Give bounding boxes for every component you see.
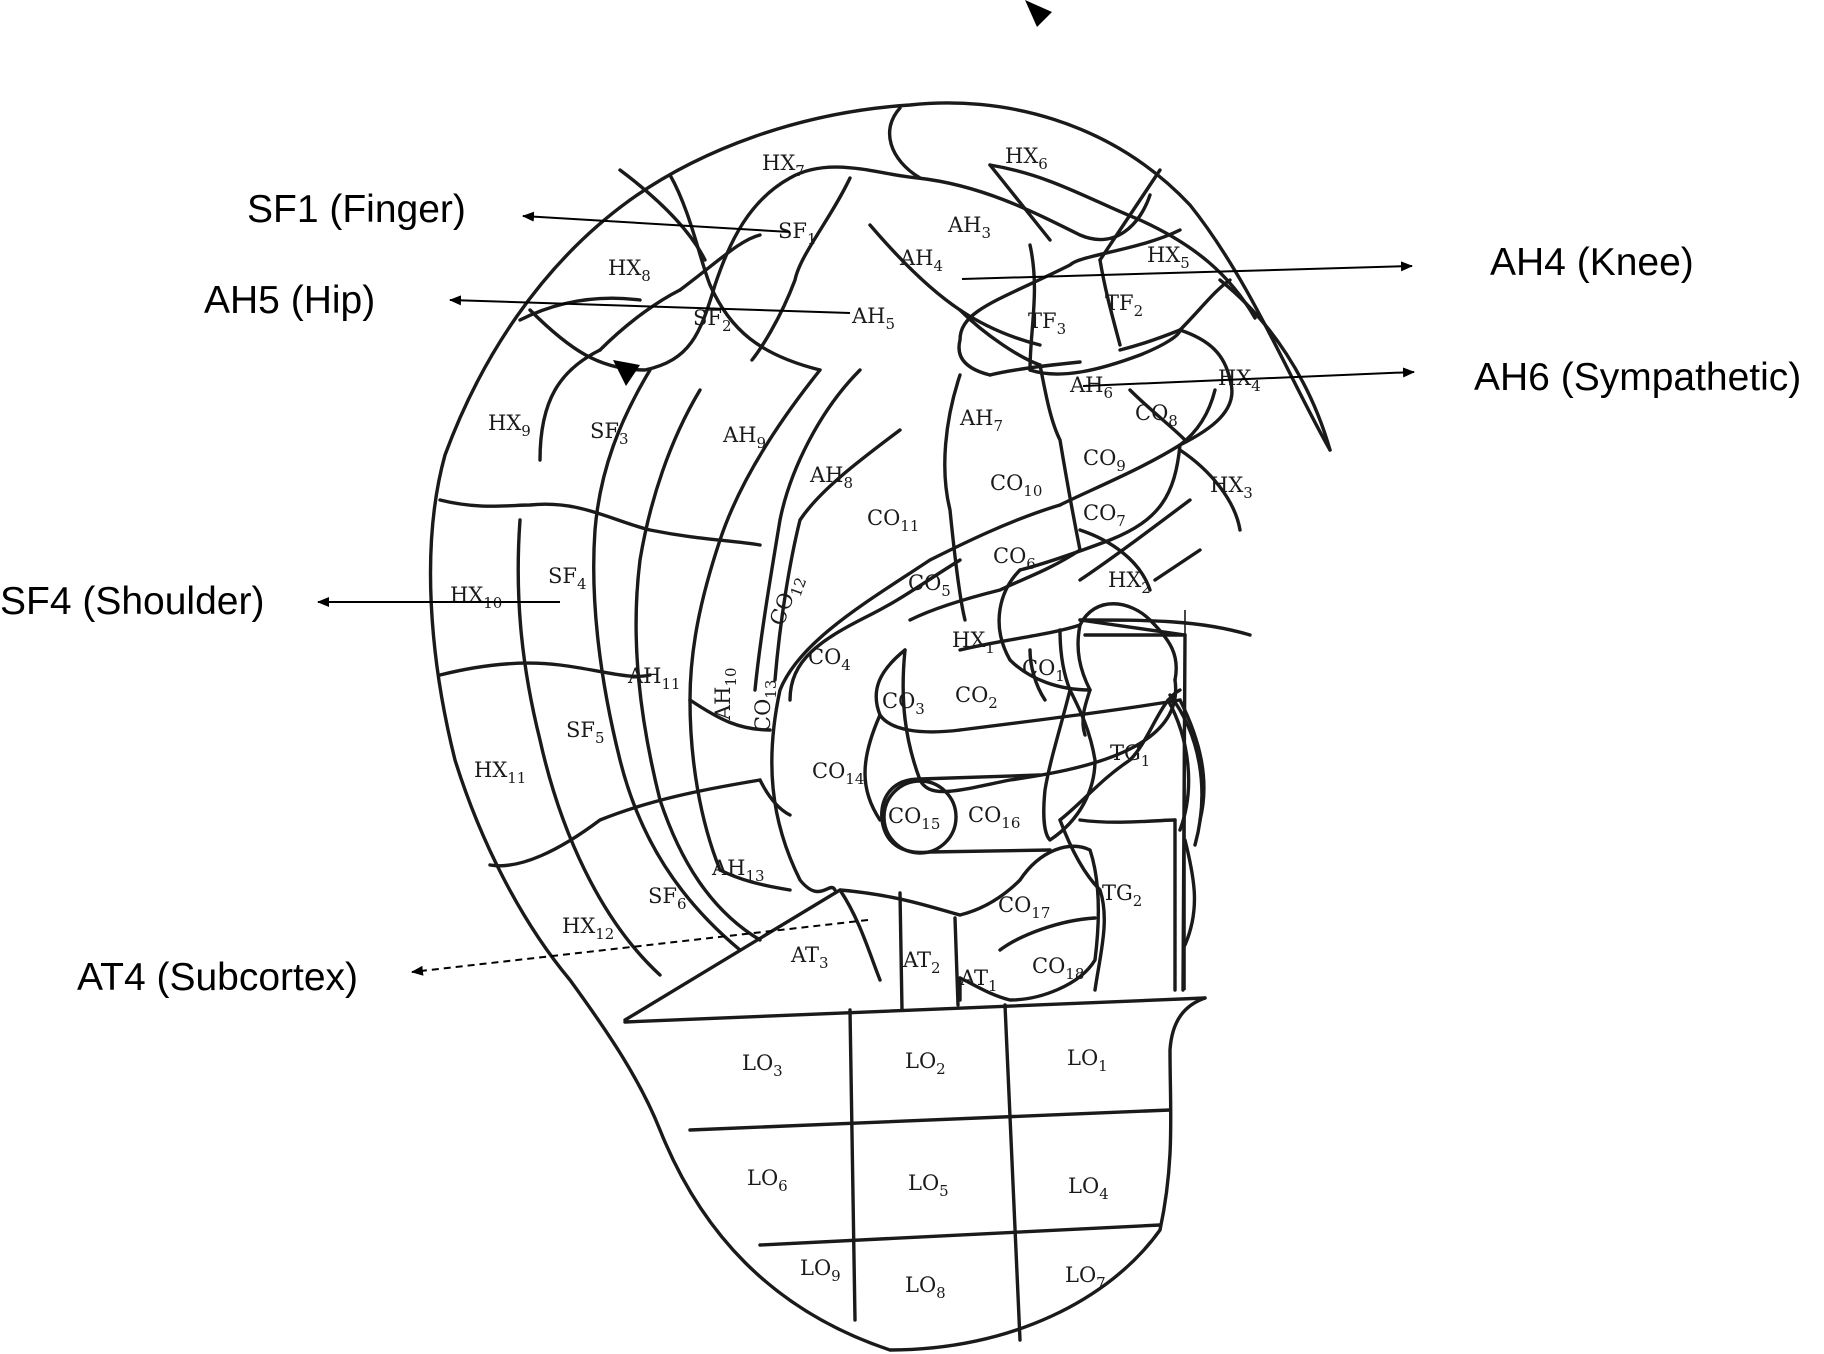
callout-ah6-sympathetic: AH6 (Sympathetic) (1474, 356, 1801, 399)
pointer-sf1 (522, 211, 791, 233)
zone-label: LO3 (742, 1051, 783, 1080)
zone-label: AH5 (851, 304, 895, 333)
zone-label: AH3 (947, 213, 991, 242)
zone-label: CO4 (808, 645, 851, 674)
zone-label: AH11 (627, 664, 681, 693)
pointer-ah5 (449, 295, 851, 314)
zone-label: CO1 (1022, 656, 1065, 685)
callout-ah5-hip: AH5 (Hip) (204, 279, 375, 322)
zone-label: AH6 (1069, 373, 1113, 402)
zone-label: HX11 (474, 758, 526, 787)
zone-label: LO9 (800, 1256, 841, 1285)
zone-label: HX2 (1108, 568, 1151, 597)
zone-label: AT3 (790, 943, 829, 972)
zone-label: CO8 (1135, 401, 1178, 430)
zone-label: AH4 (899, 246, 943, 275)
zone-label: CO16 (968, 803, 1020, 832)
ear-outline (428, 101, 1332, 1352)
zone-label: HX1 (952, 628, 995, 657)
zone-label: LO5 (908, 1171, 949, 1200)
zone-label: CO11 (867, 506, 919, 535)
zone-label: SF5 (566, 718, 605, 747)
zone-label: CO6 (993, 544, 1036, 573)
zone-label: HX8 (608, 256, 651, 285)
zone-label: SF1 (778, 219, 817, 248)
zone-label: HX3 (1210, 473, 1253, 502)
zone-label: HX9 (488, 411, 531, 440)
zone-label: AH8 (809, 463, 853, 492)
zone-label: HX6 (1005, 144, 1048, 173)
zone-label: CO5 (908, 571, 951, 600)
zone-label: LO8 (905, 1273, 946, 1302)
callout-ah4-knee: AH4 (Knee) (1490, 241, 1694, 284)
zone-label: TG2 (1102, 881, 1142, 910)
zone-label: SF3 (590, 419, 629, 448)
zone-label: CO2 (955, 683, 998, 712)
pointer-ah6 (1082, 367, 1415, 387)
zone-label: CO7 (1083, 501, 1126, 530)
zone-label: CO17 (998, 893, 1050, 922)
zone-label: AH9 (722, 423, 766, 452)
zone-label: AH13 (711, 856, 765, 885)
zone-label: AT1 (959, 966, 998, 995)
zone-label: LO1 (1067, 1046, 1108, 1075)
pointer-at4 (411, 919, 869, 976)
stray-arrowhead-helix (613, 360, 640, 386)
zone-label: HX10 (450, 583, 502, 612)
zone-label: SF4 (548, 564, 587, 593)
zone-label: CO15 (888, 804, 940, 833)
zone-labels: HX7 HX6 SF1 AH3 AH4 HX5 HX8 AH5 SF2 TF3 … (450, 144, 1261, 1302)
zone-label: CO9 (1083, 446, 1126, 475)
zone-label: LO4 (1068, 1174, 1109, 1203)
zone-label: HX5 (1147, 243, 1190, 272)
zone-label: CO3 (882, 689, 925, 718)
zone-label: TF2 (1105, 291, 1143, 320)
zone-label: HX4 (1218, 366, 1261, 395)
zone-label: AT2 (902, 948, 941, 977)
zone-label: LO7 (1065, 1263, 1106, 1292)
callout-pointers (317, 0, 1415, 976)
zone-label: CO18 (1032, 954, 1084, 983)
zone-label: CO14 (812, 759, 864, 788)
zone-label: TG1 (1110, 741, 1150, 770)
zone-label: AH7 (959, 406, 1003, 435)
zone-label: CO13 (751, 680, 780, 732)
callout-labels: SF1 (Finger) AH5 (Hip) SF4 (Shoulder) AT… (0, 188, 1801, 999)
callout-sf1-finger: SF1 (Finger) (247, 188, 466, 231)
zone-label: TF3 (1028, 309, 1066, 338)
zone-label: HX7 (762, 151, 805, 180)
zone-label: LO2 (905, 1049, 946, 1078)
zone-label: CO10 (990, 471, 1042, 500)
zone-label: SF2 (693, 306, 732, 335)
zone-label: HX12 (562, 914, 614, 943)
zone-label: LO6 (747, 1166, 788, 1195)
stray-arrowhead-top (1025, 0, 1052, 27)
pointer-ah4 (961, 261, 1413, 280)
zone-label: AH10 (711, 667, 740, 721)
callout-at4-subcortex: AT4 (Subcortex) (77, 956, 358, 999)
zone-label: SF6 (648, 884, 687, 913)
callout-sf4-shoulder: SF4 (Shoulder) (0, 580, 264, 623)
